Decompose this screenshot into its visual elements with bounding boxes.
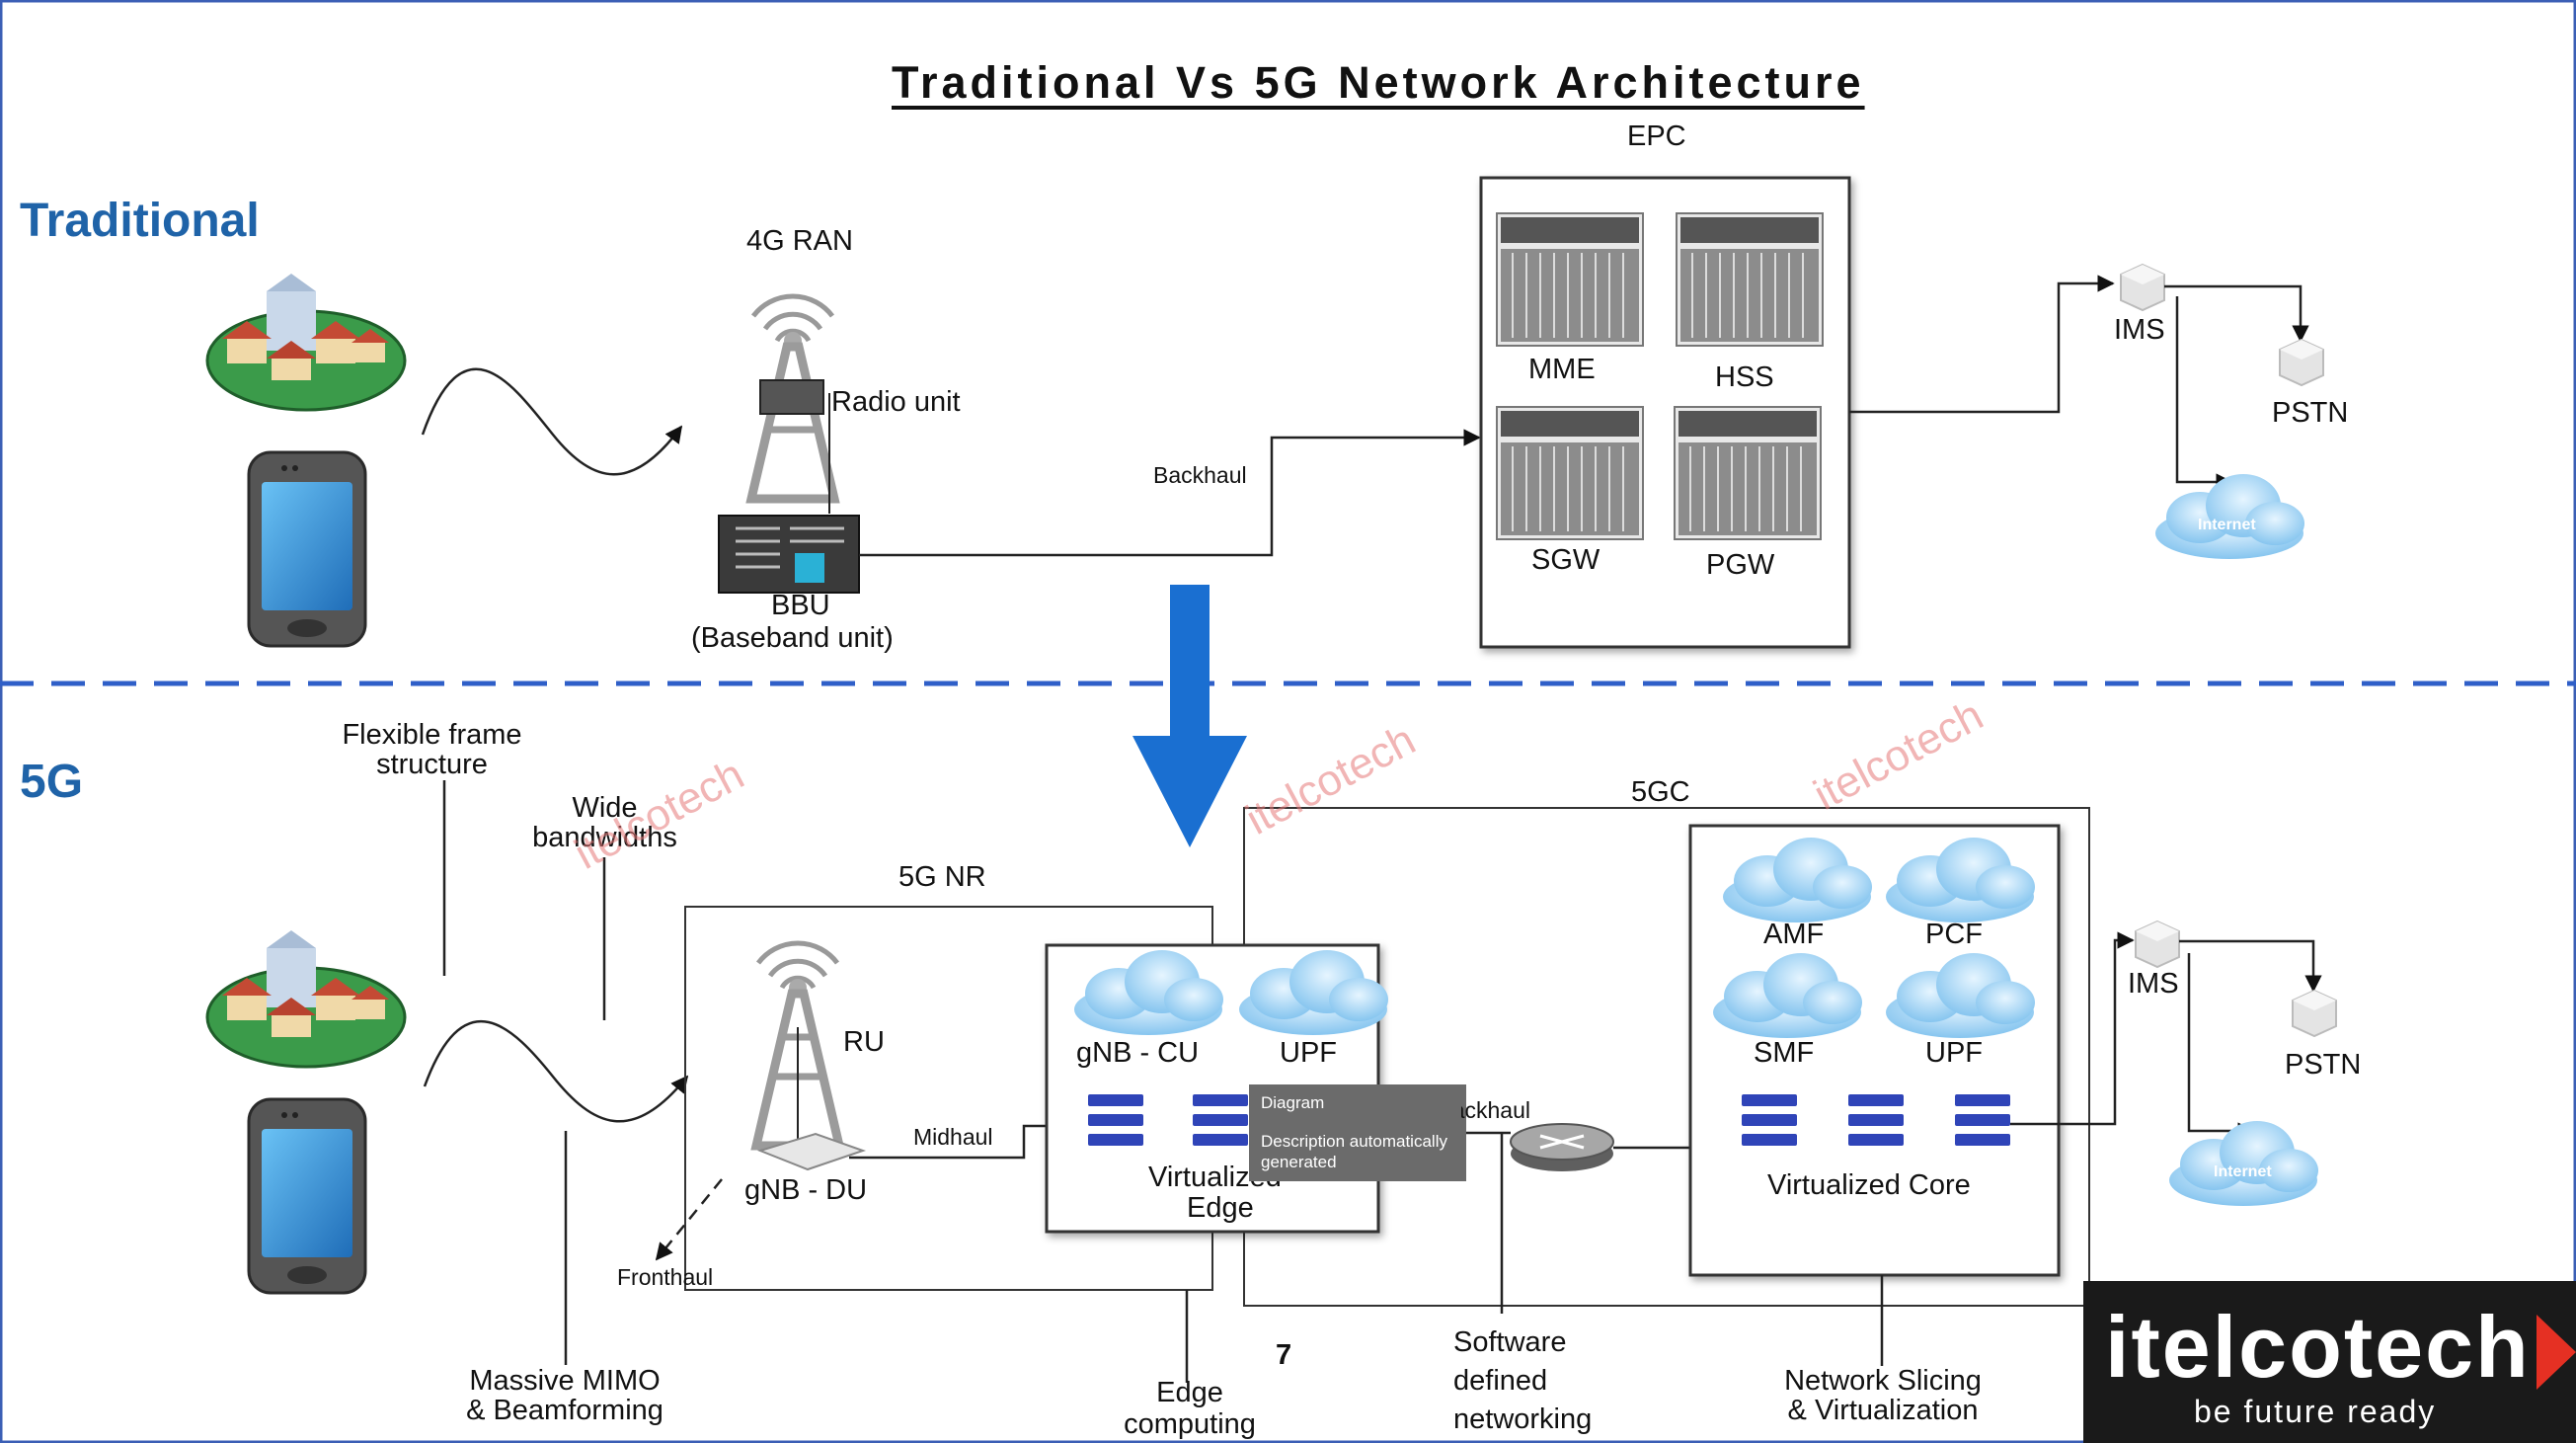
pcf-label: PCF bbox=[1925, 919, 1983, 950]
hss-label: HSS bbox=[1715, 361, 1774, 393]
edge-server-icon-2 bbox=[1193, 1094, 1248, 1146]
wireless-link-traditional bbox=[421, 367, 683, 476]
bbu-indicator bbox=[795, 553, 824, 583]
pgw-label: PGW bbox=[1706, 549, 1775, 581]
flexible-frame-label-1: Flexible frame bbox=[342, 719, 522, 751]
radio-unit-label: Radio unit bbox=[831, 386, 961, 418]
epc-title: EPC bbox=[1627, 120, 1686, 152]
pstn-label-traditional: PSTN bbox=[2272, 397, 2349, 429]
mme-label: MME bbox=[1528, 354, 1596, 385]
massive-mimo-label-1: Massive MIMO bbox=[469, 1365, 661, 1397]
ims-to-pstn-link bbox=[2164, 284, 2309, 343]
section-label-5g: 5G bbox=[20, 756, 84, 808]
bbu-full-label: (Baseband unit) bbox=[691, 622, 894, 654]
epc-to-ims-link bbox=[1849, 275, 2115, 414]
gnb-du-icon bbox=[756, 1132, 867, 1171]
virtualized-core-label: Virtualized Core bbox=[1767, 1169, 1971, 1201]
ims-label-traditional: IMS bbox=[2114, 314, 2165, 346]
itelcotech-logo: itelcotech be future ready bbox=[2083, 1281, 2576, 1443]
virtualized-edge-label-2: Edge bbox=[1187, 1192, 1254, 1224]
5g-nr-title: 5G NR bbox=[898, 861, 986, 893]
gnb-cu-label: gNB - CU bbox=[1076, 1037, 1200, 1069]
sdn-label-3: networking bbox=[1453, 1403, 1593, 1435]
ims-to-internet-link-5g bbox=[2187, 953, 2255, 1140]
ims-icon-traditional bbox=[2120, 264, 2165, 311]
bbu-label: BBU bbox=[771, 590, 830, 621]
radio-unit-icon bbox=[759, 379, 824, 415]
gnb-du-label: gNB - DU bbox=[744, 1174, 868, 1206]
phone-icon-traditional bbox=[247, 450, 367, 648]
backhaul-link-traditional bbox=[859, 429, 1481, 557]
internet-label-traditional: Internet bbox=[2198, 517, 2256, 533]
tooltip-line-3: generated bbox=[1261, 1153, 1337, 1171]
upf-edge-label: UPF bbox=[1280, 1037, 1337, 1069]
core-server-icon-1 bbox=[1742, 1094, 1797, 1146]
phone-icon-5g bbox=[247, 1097, 367, 1295]
pstn-icon-5g bbox=[2292, 990, 2337, 1037]
backhaul-label-5g: Backhaul bbox=[1461, 1097, 1530, 1123]
ims-label-5g: IMS bbox=[2128, 968, 2179, 1000]
page-number: 7 bbox=[1276, 1339, 1292, 1371]
flexible-frame-label-2: structure bbox=[376, 749, 488, 780]
edge-computing-label-2: computing bbox=[1124, 1408, 1256, 1440]
tooltip-line-1: Diagram bbox=[1261, 1093, 1325, 1112]
section-label-traditional: Traditional bbox=[20, 195, 260, 247]
sgw-server-icon bbox=[1496, 406, 1644, 540]
logo-name: itelcotech bbox=[2105, 1298, 2531, 1396]
5gc-title: 5GC bbox=[1631, 776, 1690, 808]
core-server-icon-2 bbox=[1848, 1094, 1904, 1146]
amf-label: AMF bbox=[1763, 919, 1825, 950]
sdn-label-2: defined bbox=[1453, 1365, 1548, 1397]
midhaul-label: Midhaul bbox=[913, 1124, 993, 1150]
hss-server-icon bbox=[1676, 212, 1824, 347]
router-arrows bbox=[1539, 1134, 1585, 1150]
edge-computing-label-1: Edge bbox=[1156, 1377, 1223, 1408]
fronthaul-label: Fronthaul bbox=[617, 1264, 714, 1290]
village-icon-traditional bbox=[205, 272, 407, 412]
sgw-label: SGW bbox=[1531, 544, 1600, 576]
massive-mimo-label-2: & Beamforming bbox=[466, 1395, 664, 1426]
pstn-label-5g: PSTN bbox=[2285, 1049, 2362, 1081]
mme-server-icon bbox=[1496, 212, 1644, 347]
backhaul-label: Backhaul bbox=[1153, 462, 1247, 488]
ru-label: RU bbox=[843, 1026, 885, 1058]
ran-4g-label: 4G RAN bbox=[746, 225, 853, 257]
ims-to-pstn-link-5g bbox=[2179, 939, 2322, 993]
pgw-server-icon bbox=[1674, 406, 1822, 540]
sdn-label-1: Software bbox=[1453, 1326, 1567, 1358]
pstn-icon-traditional bbox=[2279, 339, 2324, 386]
ims-to-internet-link bbox=[2175, 296, 2233, 491]
internet-label-5g: Internet bbox=[2214, 1163, 2272, 1180]
bbu-panels bbox=[736, 526, 844, 569]
slicing-label-1: Network Slicing bbox=[1784, 1365, 1982, 1397]
core-to-ims-link bbox=[2010, 931, 2135, 1126]
core-server-icon-3 bbox=[1955, 1094, 2010, 1146]
tooltip-line-2: Description automatically bbox=[1261, 1132, 1447, 1151]
edge-server-icon-1 bbox=[1088, 1094, 1143, 1146]
logo-tagline: be future ready bbox=[2194, 1394, 2437, 1429]
upf-core-label: UPF bbox=[1925, 1037, 1983, 1069]
wide-bandwidth-label-1: Wide bbox=[572, 792, 638, 824]
village-icon-5g bbox=[205, 928, 407, 1069]
image-alt-tooltip: Diagram Description automatically genera… bbox=[1249, 1084, 1466, 1181]
smf-label: SMF bbox=[1754, 1037, 1815, 1069]
play-icon bbox=[2537, 1315, 2576, 1390]
ims-icon-5g bbox=[2135, 921, 2180, 968]
wide-bandwidth-label-2: bandwidths bbox=[532, 822, 677, 853]
slicing-label-2: & Virtualization bbox=[1787, 1395, 1979, 1426]
transition-arrow-icon bbox=[1132, 585, 1247, 847]
diagram-title: Traditional Vs 5G Network Architecture bbox=[892, 57, 1865, 108]
fronthaul-link bbox=[655, 1178, 723, 1261]
wireless-link-5g bbox=[423, 1019, 689, 1123]
